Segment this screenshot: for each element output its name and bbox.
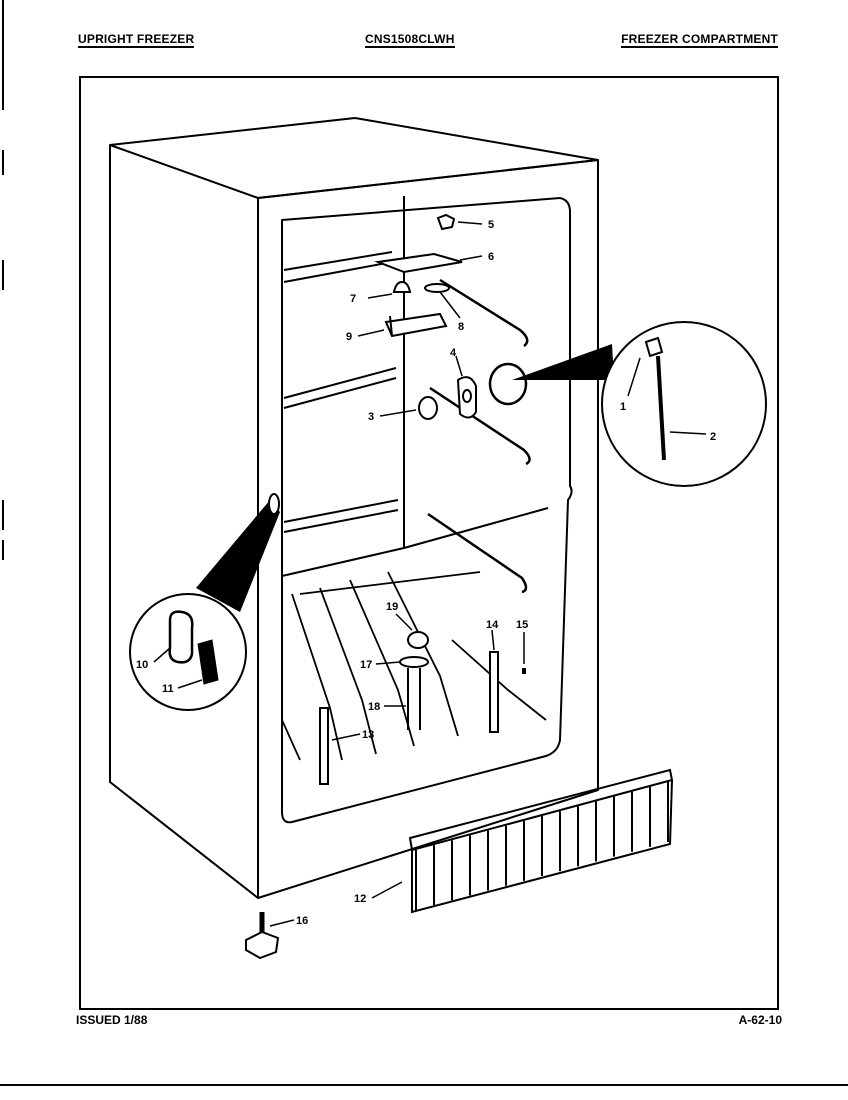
part-5-clip bbox=[436, 213, 456, 231]
callout-13: 13 bbox=[362, 729, 374, 741]
diagram-frame bbox=[79, 76, 779, 1010]
grille-bars bbox=[415, 782, 669, 910]
callout-12: 12 bbox=[354, 893, 366, 905]
part-15-screw bbox=[522, 668, 526, 674]
part-13-bracket bbox=[319, 707, 329, 785]
callout-5: 5 bbox=[488, 219, 494, 231]
callout-8: 8 bbox=[458, 321, 464, 333]
part-18-drain-tube bbox=[407, 668, 421, 730]
part-9-channel bbox=[384, 312, 448, 338]
callout-19: 19 bbox=[386, 601, 398, 613]
part-1-switch bbox=[644, 336, 664, 358]
callout-1: 1 bbox=[620, 401, 626, 413]
thermostat-housing bbox=[488, 362, 528, 406]
part-19-cap bbox=[407, 631, 429, 649]
part-7-knob bbox=[392, 280, 412, 293]
part-6-bracket bbox=[374, 252, 463, 274]
part-4-plate bbox=[456, 376, 477, 419]
leader-lines bbox=[153, 221, 707, 927]
callout-10: 10 bbox=[136, 659, 148, 671]
header-model-number: CNS1508CLWH bbox=[365, 32, 455, 48]
callout-4: 4 bbox=[450, 347, 457, 359]
part-8-washer bbox=[424, 283, 450, 293]
callout-9: 9 bbox=[346, 331, 352, 343]
floor-coils bbox=[281, 571, 547, 761]
detail-circle-right bbox=[601, 321, 767, 487]
callout-14: 14 bbox=[486, 619, 499, 631]
callout-2: 2 bbox=[710, 431, 716, 443]
part-10-catch bbox=[168, 610, 194, 664]
shelf-hooks bbox=[427, 278, 531, 594]
callout-6: 6 bbox=[488, 251, 494, 263]
callout-15: 15 bbox=[516, 619, 528, 631]
callout-3: 3 bbox=[368, 411, 374, 423]
detail-beam-right bbox=[512, 344, 614, 380]
part-12-grille bbox=[408, 768, 674, 914]
part-16-leg-foot bbox=[245, 930, 280, 960]
callout-7: 7 bbox=[350, 293, 356, 305]
part-17-ring bbox=[399, 656, 429, 668]
door-catch-socket bbox=[268, 493, 280, 515]
callout-18: 18 bbox=[368, 701, 380, 713]
part-2-sensor-tube bbox=[656, 355, 666, 461]
part-14-bracket bbox=[489, 651, 499, 733]
part-4-hole bbox=[462, 389, 472, 403]
footer-page-code: A-62-10 bbox=[738, 1013, 782, 1027]
footer-issued: ISSUED 1/88 bbox=[76, 1013, 148, 1027]
part-3-knob bbox=[418, 396, 438, 420]
callout-17: 17 bbox=[360, 659, 372, 671]
header-model-type: UPRIGHT FREEZER bbox=[78, 32, 195, 48]
header-section: FREEZER COMPARTMENT bbox=[621, 32, 778, 48]
detail-beam-left bbox=[196, 500, 280, 612]
callout-11: 11 bbox=[162, 683, 174, 695]
part-11-strike bbox=[197, 639, 219, 685]
shelf-rails bbox=[283, 251, 399, 533]
callout-16: 16 bbox=[296, 915, 308, 927]
